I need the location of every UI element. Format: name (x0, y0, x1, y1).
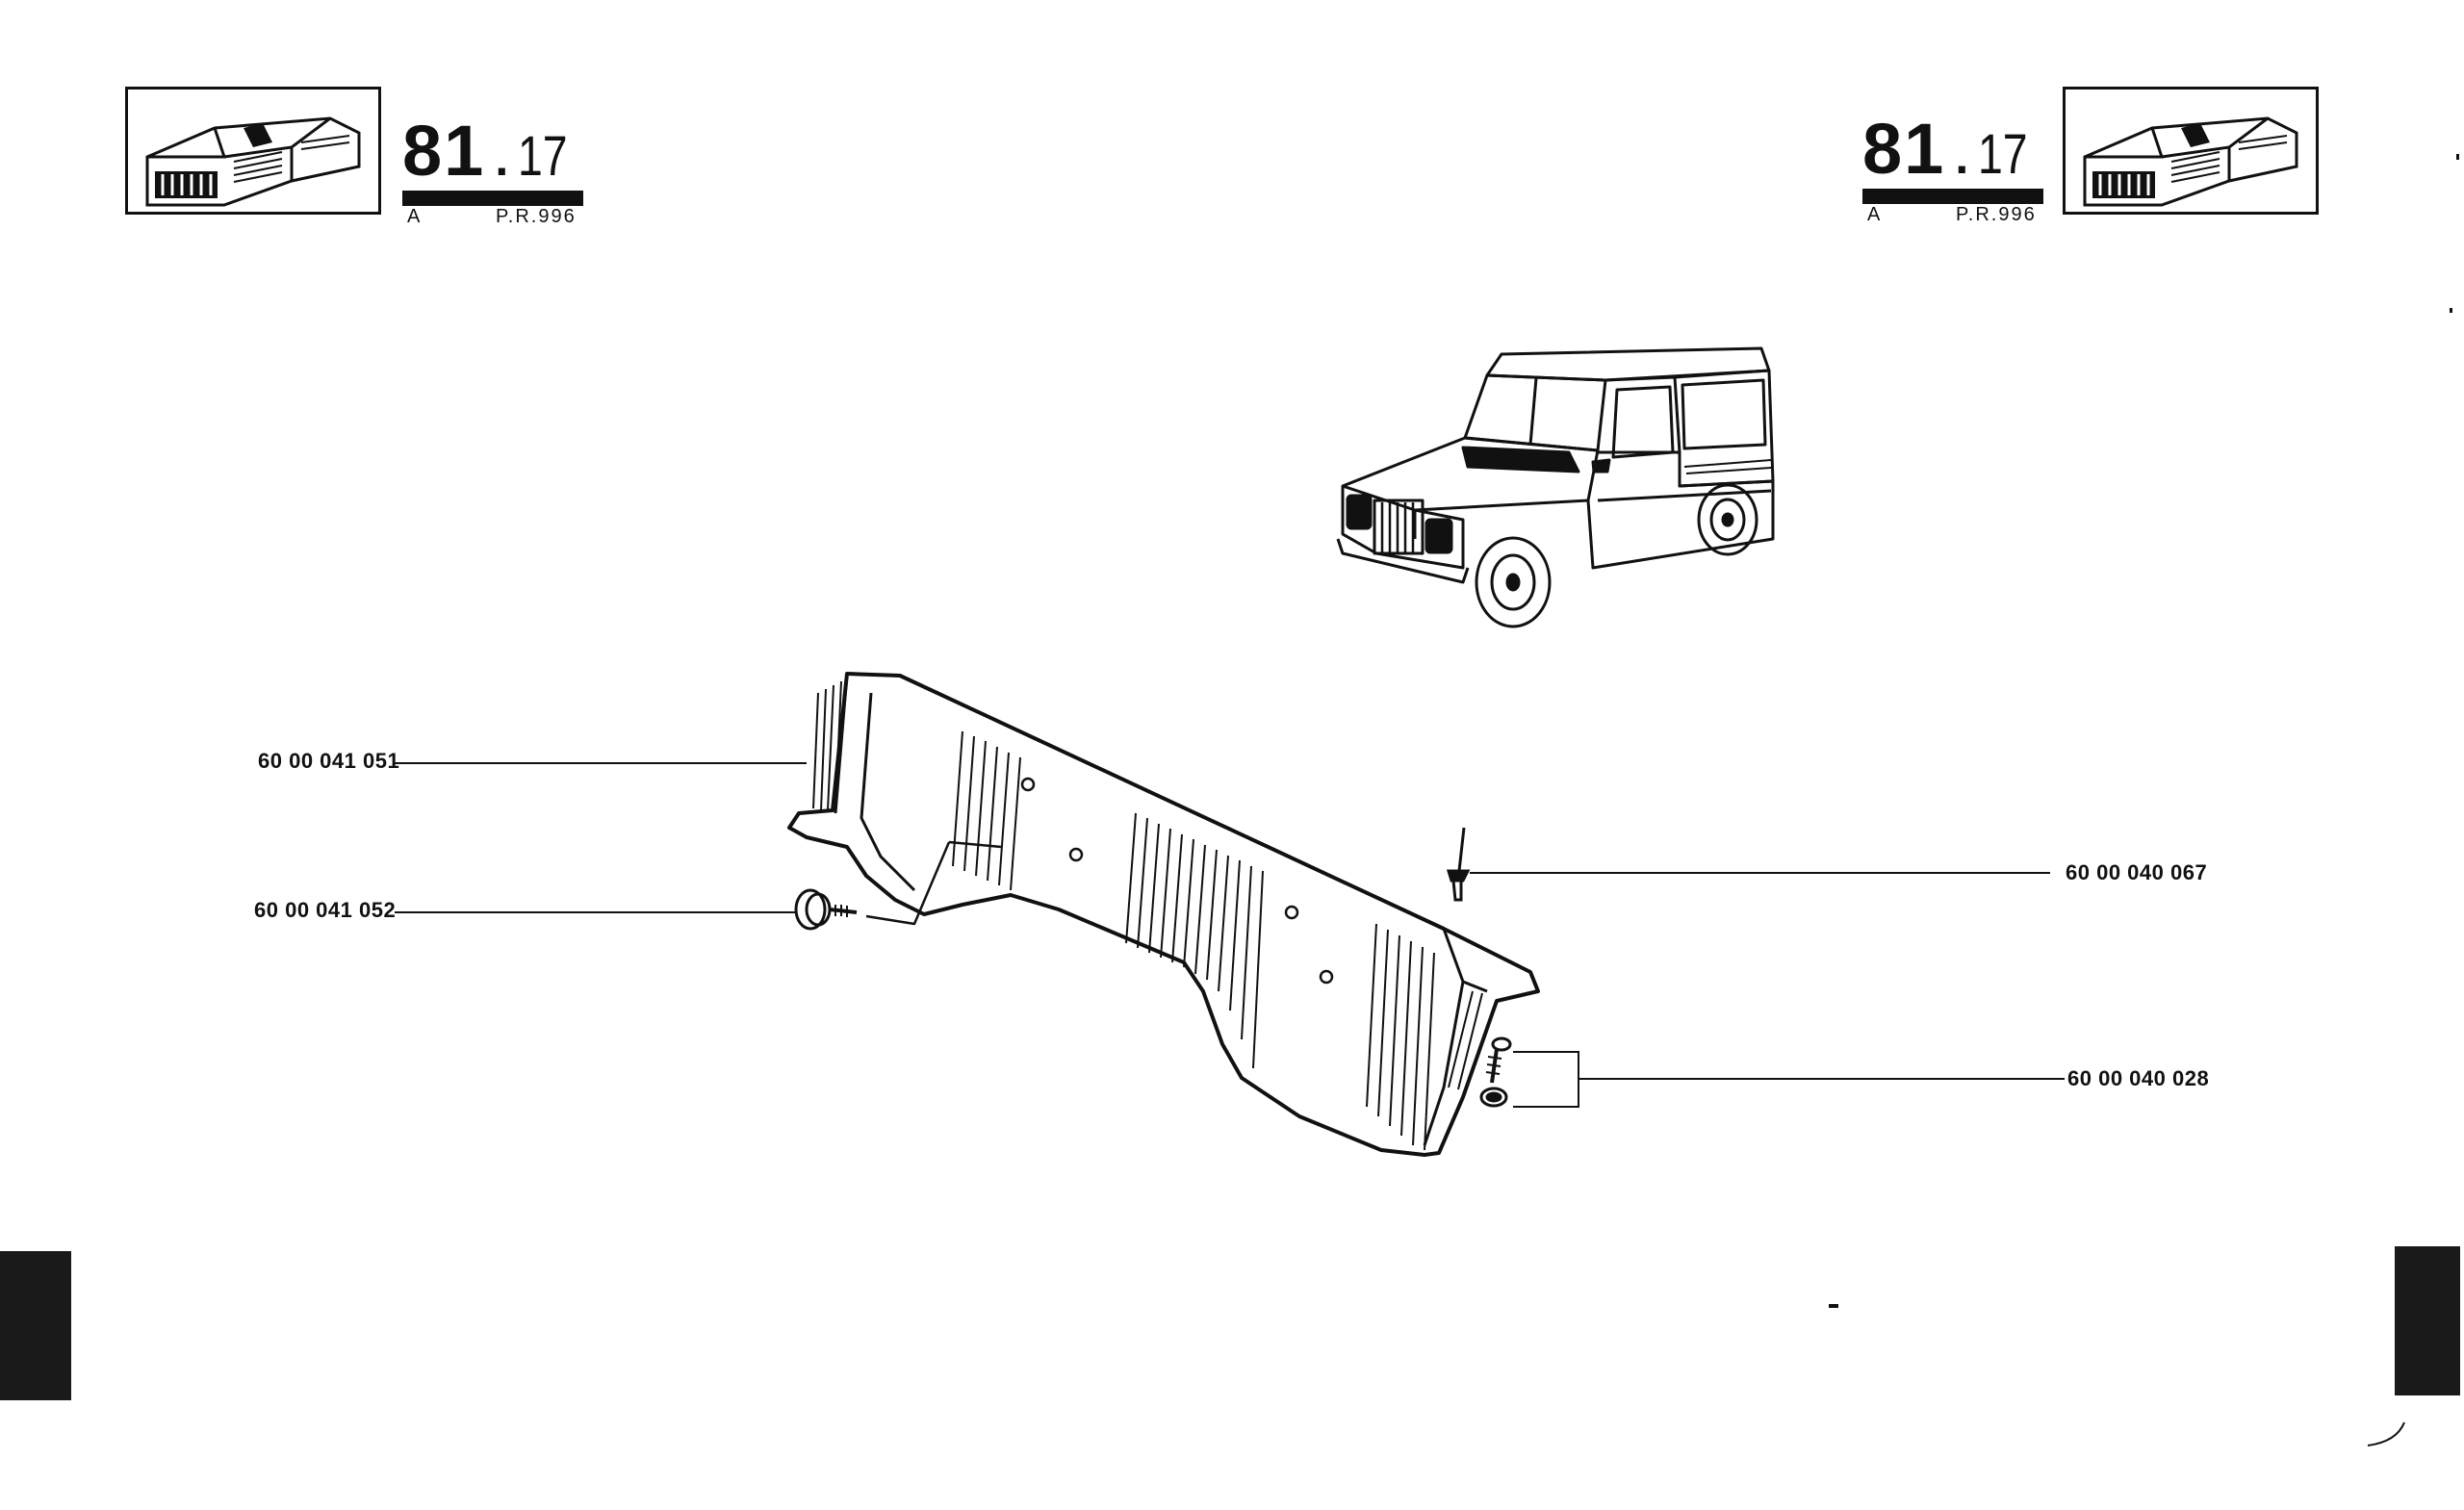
section-major: 81 (402, 111, 486, 191)
section-variant-right: A (1867, 204, 1883, 225)
section-variant-left: A (407, 206, 423, 227)
rivet-illustration (1446, 827, 1471, 902)
section-number-right: 81.17 (1862, 109, 2028, 189)
section-bar-right (1862, 189, 2043, 204)
vehicle-illustration (1336, 346, 1775, 628)
leader-lines (395, 762, 2065, 1108)
section-minor: 17 (518, 125, 568, 188)
page-edge-tab-left (0, 1251, 71, 1400)
part-number-label: 60 00 041 051 (258, 749, 400, 773)
section-thumbnail-left (125, 87, 381, 215)
part-number-label: 60 00 040 028 (2067, 1066, 2210, 1090)
scan-specks (1829, 154, 2459, 1446)
section-thumbnail-right (2063, 87, 2319, 215)
part-number-label: 60 00 040 067 (2066, 860, 2208, 884)
grommet-illustration (794, 888, 858, 931)
trim-panel-illustration (787, 672, 1540, 1157)
section-ref-right: P.R.996 (1956, 204, 2037, 225)
section-bar-left (402, 191, 583, 206)
dashboard-thumbnail-icon (145, 116, 361, 207)
screw-clip-illustration (1479, 1037, 1512, 1108)
section-major: 81 (1862, 109, 1946, 189)
section-minor: 17 (1978, 123, 2028, 186)
page-edge-tab-right (2395, 1246, 2460, 1395)
dashboard-thumbnail-icon (2083, 116, 2298, 207)
section-ref-left: P.R.996 (496, 206, 577, 227)
leader-line-p4 (1513, 1051, 2065, 1108)
section-number-left: 81.17 (402, 111, 568, 191)
part-number-label: 60 00 041 052 (254, 898, 397, 922)
